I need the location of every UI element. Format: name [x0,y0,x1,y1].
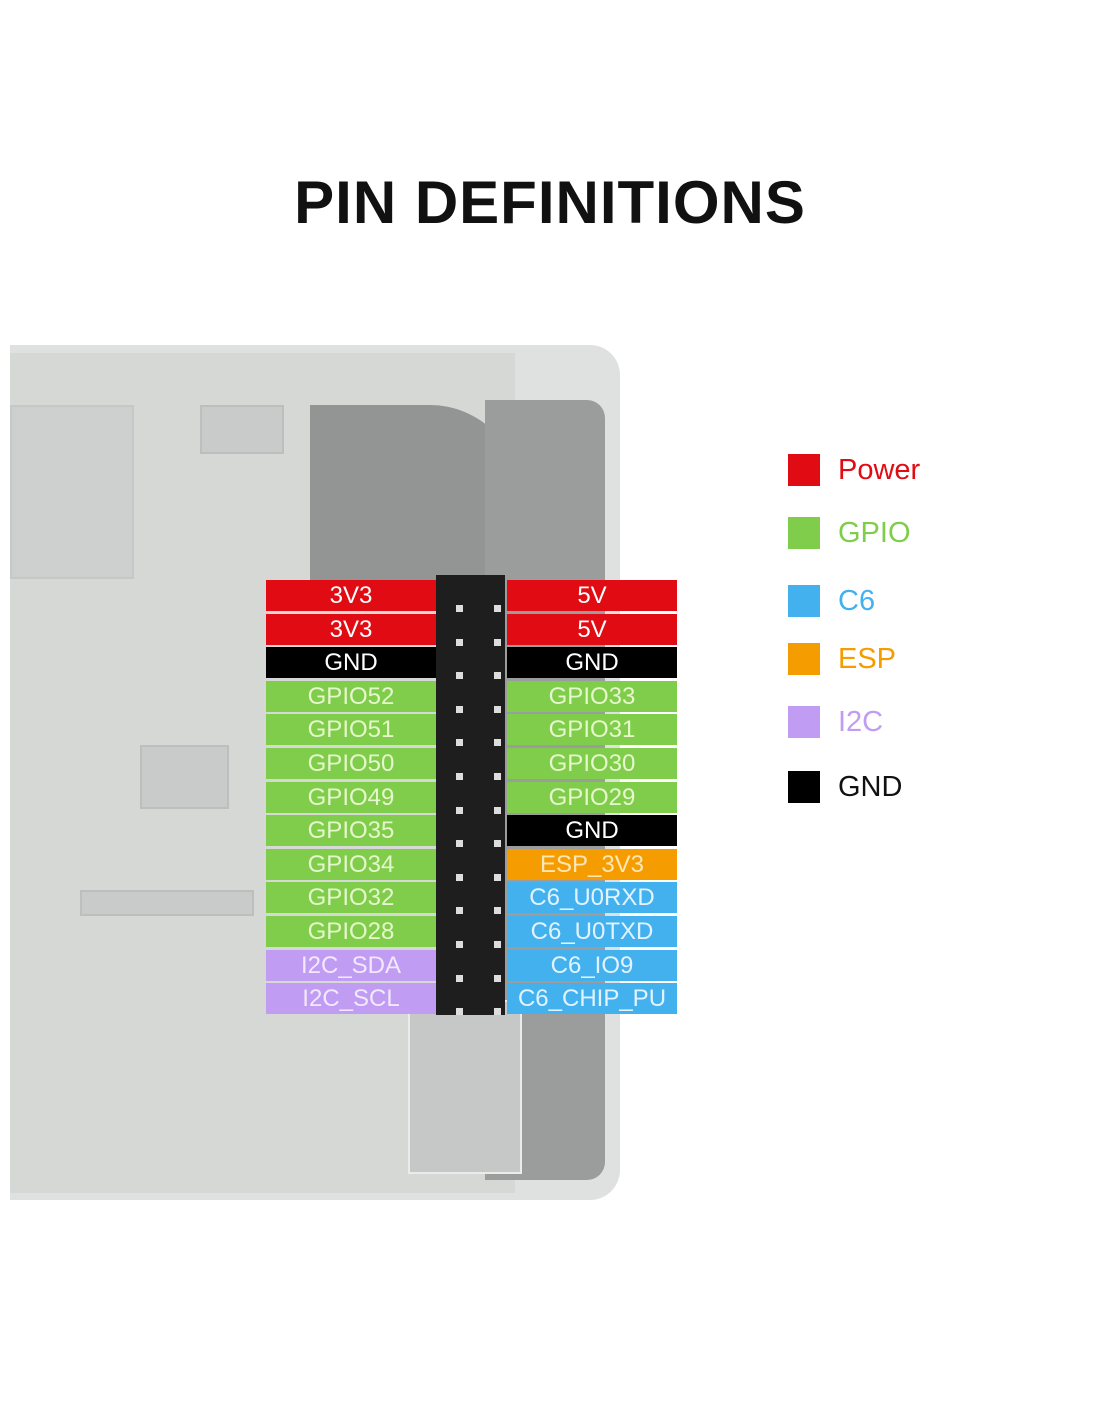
pin-dot [494,941,501,948]
pin-label-left: I2C_SDA [266,949,436,981]
pin-dot [456,739,463,747]
pin-dot [494,873,501,881]
pin-label-left: GPIO35 [266,815,436,847]
pin-label-right: 5V [507,613,677,645]
legend-swatch [788,771,820,803]
pin-label-right: C6_U0TXD [507,916,677,947]
pin-label-right: C6_U0RXD [507,882,677,914]
pin-dot [494,638,501,646]
pin-dot [494,605,501,612]
pin-label-right: C6_CHIP_PU [507,983,677,1015]
pin-label-left: 3V3 [266,613,436,645]
chip [10,405,134,579]
legend-label: GPIO [838,517,911,549]
pin-label-left: GPIO49 [266,781,436,813]
sd-slot [408,1000,522,1174]
pin-label-right: GPIO29 [507,781,677,813]
pin-header [436,575,505,1016]
page-title: PIN DEFINITIONS [294,169,806,236]
chip [140,745,229,809]
pin-dot [494,739,501,747]
pin-label-left: I2C_SCL [266,983,436,1015]
pin-dot [456,705,463,713]
pin-dot [494,806,501,814]
pin-label-right: C6_IO9 [507,949,677,981]
pin-label-left: 3V3 [266,580,436,611]
pin-label-left: GPIO51 [266,714,436,746]
pin-label-right: GPIO30 [507,748,677,779]
pin-dot [456,1008,463,1016]
chip [80,890,254,916]
legend-swatch [788,517,820,549]
pin-label-right: GPIO33 [507,680,677,712]
pin-label-left: GND [266,647,436,679]
legend-label: C6 [838,585,876,617]
pin-dot [494,672,501,680]
pin-label-left: GPIO52 [266,680,436,712]
pin-dot [456,941,463,948]
legend-swatch [788,585,820,617]
pin-label-left: GPIO28 [266,916,436,947]
pin-label-right: GND [507,815,677,847]
pin-dot [456,873,463,881]
pin-dot [456,638,463,646]
pin-dot [456,605,463,612]
pin-dot [456,974,463,982]
pin-label-left: GPIO50 [266,748,436,779]
legend-label: GND [838,771,903,803]
pin-dot [456,672,463,680]
pin-dot [456,806,463,814]
legend-label: ESP [838,643,897,675]
pin-dot [494,773,501,780]
legend-swatch [788,454,820,486]
pin-dot [456,773,463,780]
legend-label: I2C [838,706,884,738]
pin-dot [456,907,463,915]
pin-label-right: GND [507,647,677,679]
connector [200,405,284,454]
pin-label-left: GPIO32 [266,882,436,914]
pin-label-left: GPIO34 [266,848,436,880]
pin-dot [494,907,501,915]
pin-label-right: 5V [507,580,677,611]
pin-label-right: ESP_3V3 [507,848,677,880]
pin-label-right: GPIO31 [507,714,677,746]
pin-dot [494,974,501,982]
legend-swatch [788,706,820,738]
pin-dot [494,705,501,713]
legend-label: Power [838,454,921,486]
pin-dot [456,840,463,848]
pin-dot [494,840,501,848]
pin-dot [494,1008,501,1016]
legend-swatch [788,643,820,675]
